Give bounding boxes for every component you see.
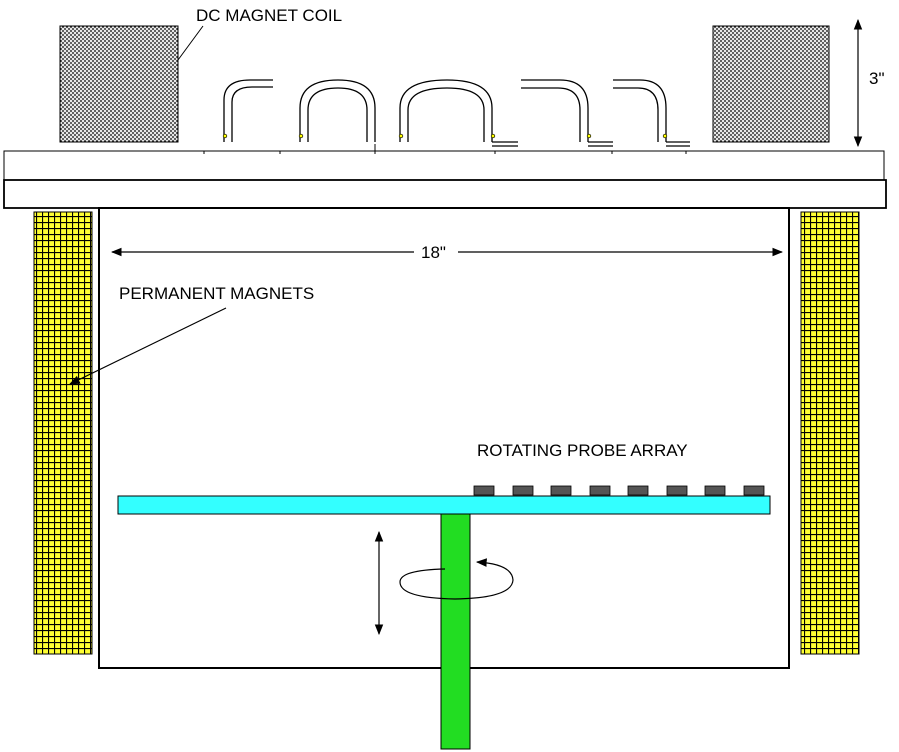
u-loop-5	[613, 79, 690, 147]
plate-ticks	[203, 144, 687, 154]
height-dimension-label: 3"	[869, 69, 885, 88]
rotation-arrow	[399, 558, 514, 600]
probe-array	[473, 485, 765, 496]
probe	[627, 485, 649, 496]
permanent-magnet-right	[800, 211, 860, 655]
rotating-shaft	[440, 513, 471, 750]
permanent-magnets-label: PERMANENT MAGNETS	[119, 284, 314, 303]
permanent-magnets-leader	[69, 307, 227, 385]
u-loop-2	[299, 79, 376, 142]
probe	[743, 485, 765, 496]
u-loop-1	[223, 79, 273, 142]
u-loop-4	[521, 79, 613, 147]
probe	[589, 485, 611, 496]
dc-coil-left	[59, 25, 179, 143]
rotating-probe-array-label: ROTATING PROBE ARRAY	[477, 441, 688, 460]
permanent-magnet-left	[33, 211, 93, 655]
probe	[666, 485, 688, 496]
dc-magnet-coil-label: DC MAGNET COIL	[196, 6, 342, 25]
u-loops	[223, 79, 690, 147]
dc-coil-leader	[177, 25, 204, 61]
probe-platform	[117, 495, 771, 515]
width-dimension-label: 18"	[421, 243, 446, 262]
loop-terminals	[222, 133, 668, 139]
dc-coil-right	[712, 25, 830, 143]
probe	[512, 485, 534, 496]
u-loop-3	[399, 79, 518, 147]
probe	[550, 485, 572, 496]
top-plate-upper	[3, 150, 885, 181]
probe	[704, 485, 726, 496]
top-plate-lower	[3, 179, 887, 209]
probe	[473, 485, 495, 496]
